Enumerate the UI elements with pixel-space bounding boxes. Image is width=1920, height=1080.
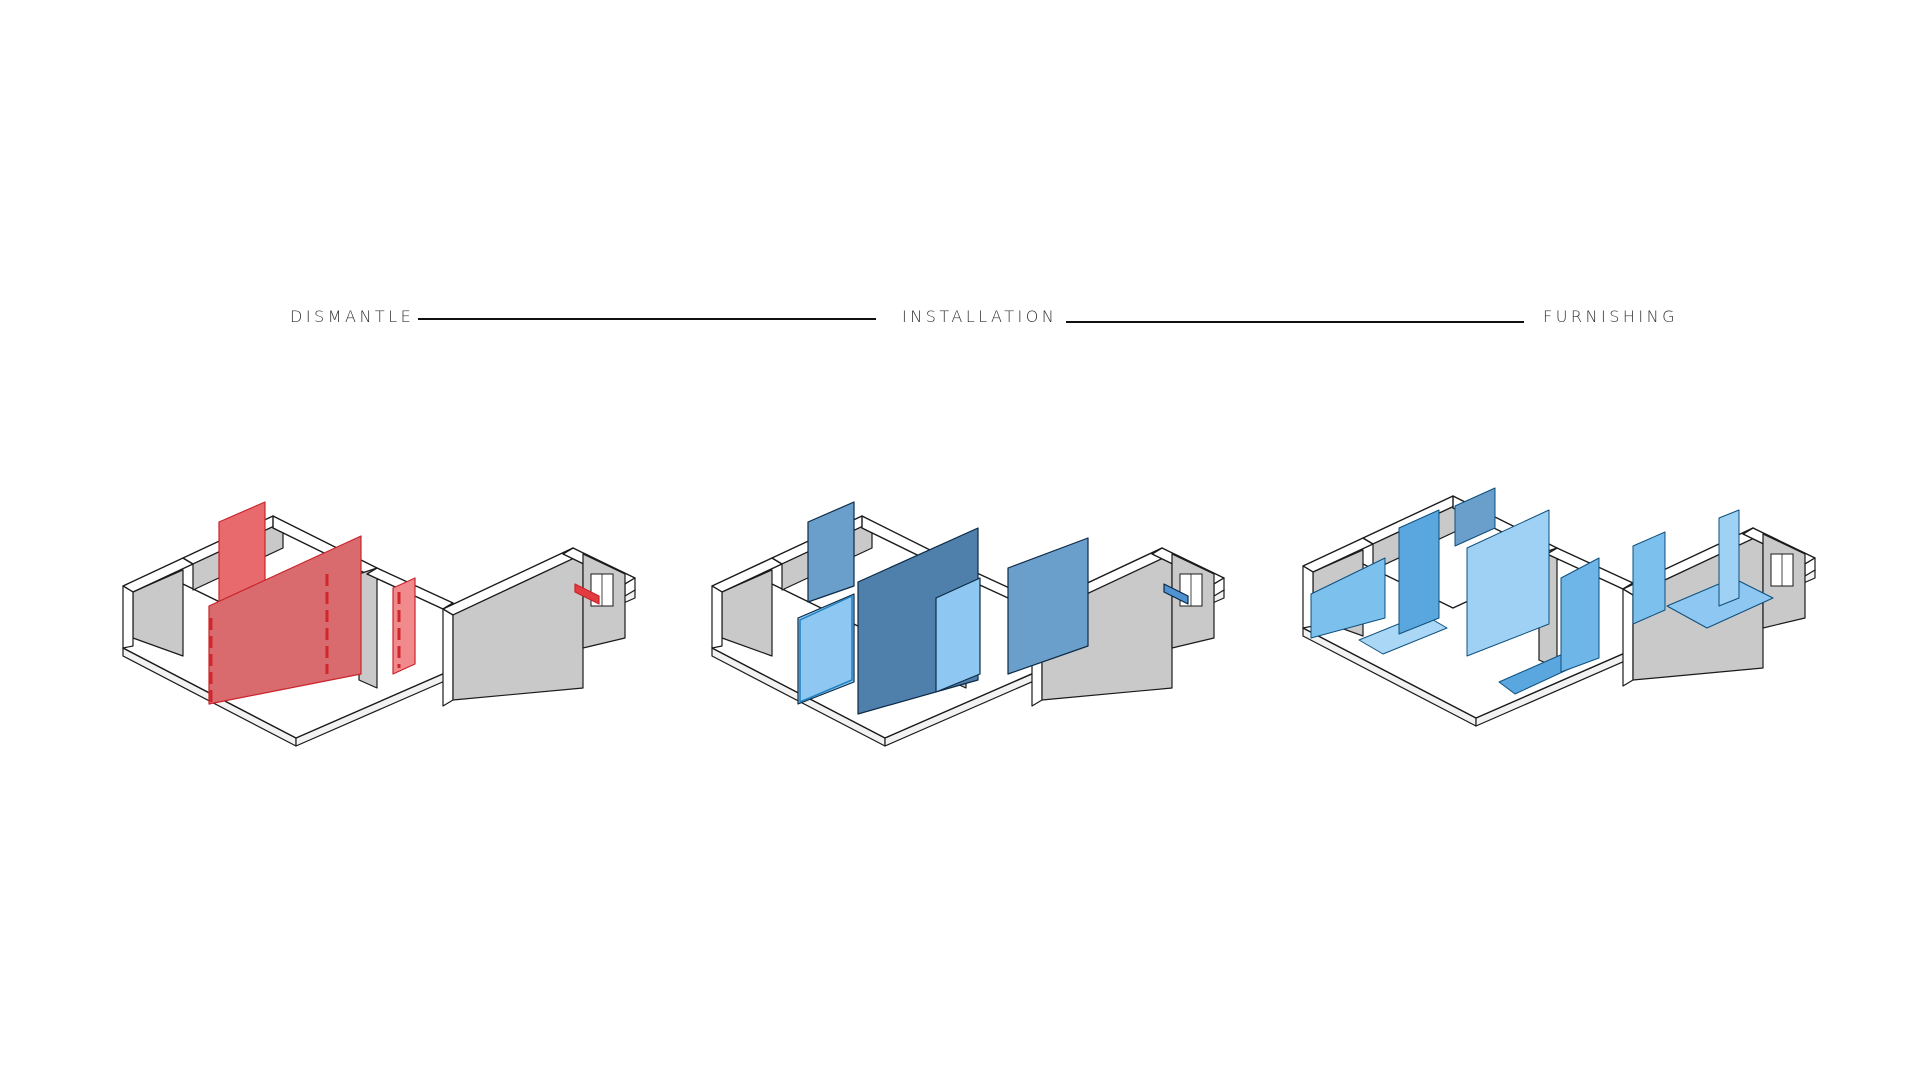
timeline-connector-1 <box>418 318 876 320</box>
tv-wall-unit <box>1466 509 1550 657</box>
curtain <box>1718 509 1740 607</box>
bathroom-fixtures <box>1454 487 1496 547</box>
closet-shelving <box>1560 557 1600 673</box>
kitchen-cabinets <box>1310 557 1386 639</box>
installed-bedroom-wall <box>1007 537 1089 675</box>
installed-radiator <box>1163 583 1189 605</box>
stage-label-dismantle: DISMANTLE <box>290 307 415 326</box>
installed-bathroom-walls <box>807 501 855 603</box>
installed-door-panel <box>935 577 981 693</box>
dismantled-radiator <box>574 583 600 605</box>
installed-sliding-door <box>797 593 855 705</box>
wardrobe-unit <box>1398 509 1440 635</box>
diagram-installation <box>711 501 1225 747</box>
diagram-dismantle <box>122 501 636 747</box>
bookshelf <box>1632 531 1666 625</box>
dismantled-door-frame <box>392 577 416 675</box>
diagram-furnishing <box>1302 487 1816 727</box>
stage-label-furnishing: FURNISHING <box>1543 307 1678 326</box>
stage-label-installation: INSTALLATION <box>902 307 1058 326</box>
dismantled-partition-wall <box>208 535 362 705</box>
timeline-connector-2 <box>1066 321 1524 323</box>
